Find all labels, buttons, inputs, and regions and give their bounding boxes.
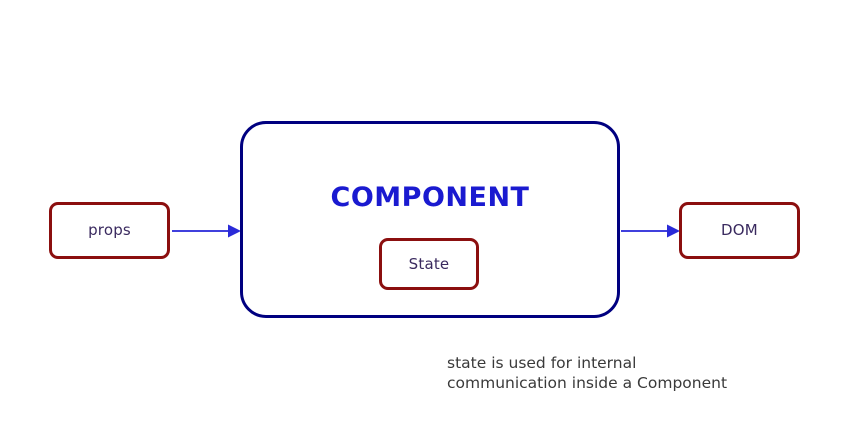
node-state-label: State	[408, 254, 450, 273]
node-state[interactable]: State	[379, 238, 479, 290]
diagram-caption: state is used for internal communication…	[447, 354, 728, 392]
arrow-props-to-component	[170, 221, 242, 241]
component-title: COMPONENT	[330, 182, 530, 213]
arrow-right-icon	[621, 224, 680, 238]
node-props[interactable]: props	[49, 202, 170, 259]
arrow-component-to-dom	[619, 221, 681, 241]
arrow-right-icon	[172, 224, 241, 238]
node-dom[interactable]: DOM	[679, 202, 800, 259]
node-dom-label: DOM	[721, 221, 758, 239]
node-props-label: props	[88, 221, 131, 239]
